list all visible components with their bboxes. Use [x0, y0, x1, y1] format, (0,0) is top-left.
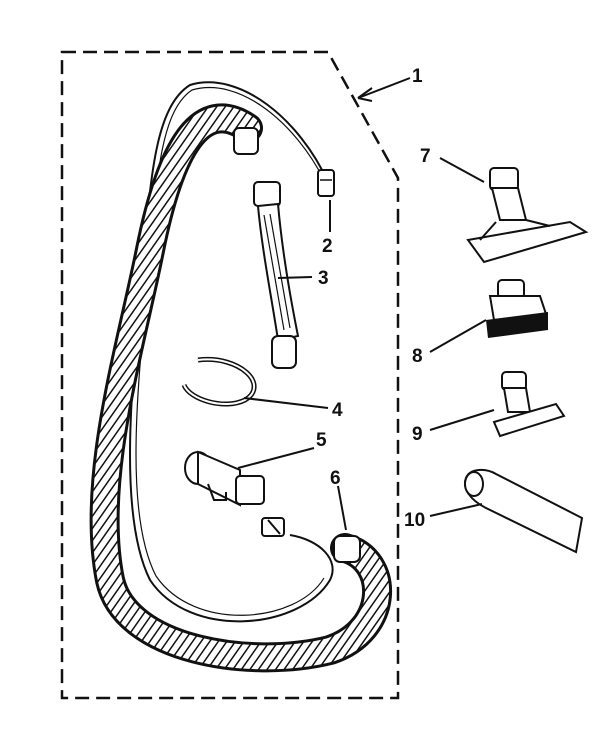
dusting-brush: [486, 279, 548, 338]
callout-2: 2: [322, 236, 333, 257]
hose-end-cuff: [333, 535, 361, 563]
upholstery-nozzle: [466, 167, 589, 264]
hose-sleeve: [253, 181, 300, 369]
callout-8: 8: [412, 346, 423, 367]
leader-lines: [237, 77, 495, 531]
small-nozzle: [492, 371, 566, 438]
callout-6: 6: [330, 468, 341, 489]
kit-outline-dashed: [60, 50, 400, 700]
callout-1: 1: [412, 66, 423, 87]
callout-4: 4: [332, 400, 343, 421]
hose-top-cuff: [233, 127, 259, 155]
swivel-assembly: [184, 450, 285, 537]
callout-7: 7: [420, 146, 431, 167]
callout-10: 10: [404, 510, 425, 531]
hose-body: [92, 106, 389, 670]
callout-9: 9: [412, 424, 423, 445]
clip-ring: [181, 356, 257, 407]
callout-5: 5: [316, 430, 327, 451]
callout-3: 3: [318, 268, 329, 289]
cord-connector: [317, 169, 335, 197]
hose-body-outline: [89, 103, 392, 673]
crevice-tool: [464, 468, 584, 554]
